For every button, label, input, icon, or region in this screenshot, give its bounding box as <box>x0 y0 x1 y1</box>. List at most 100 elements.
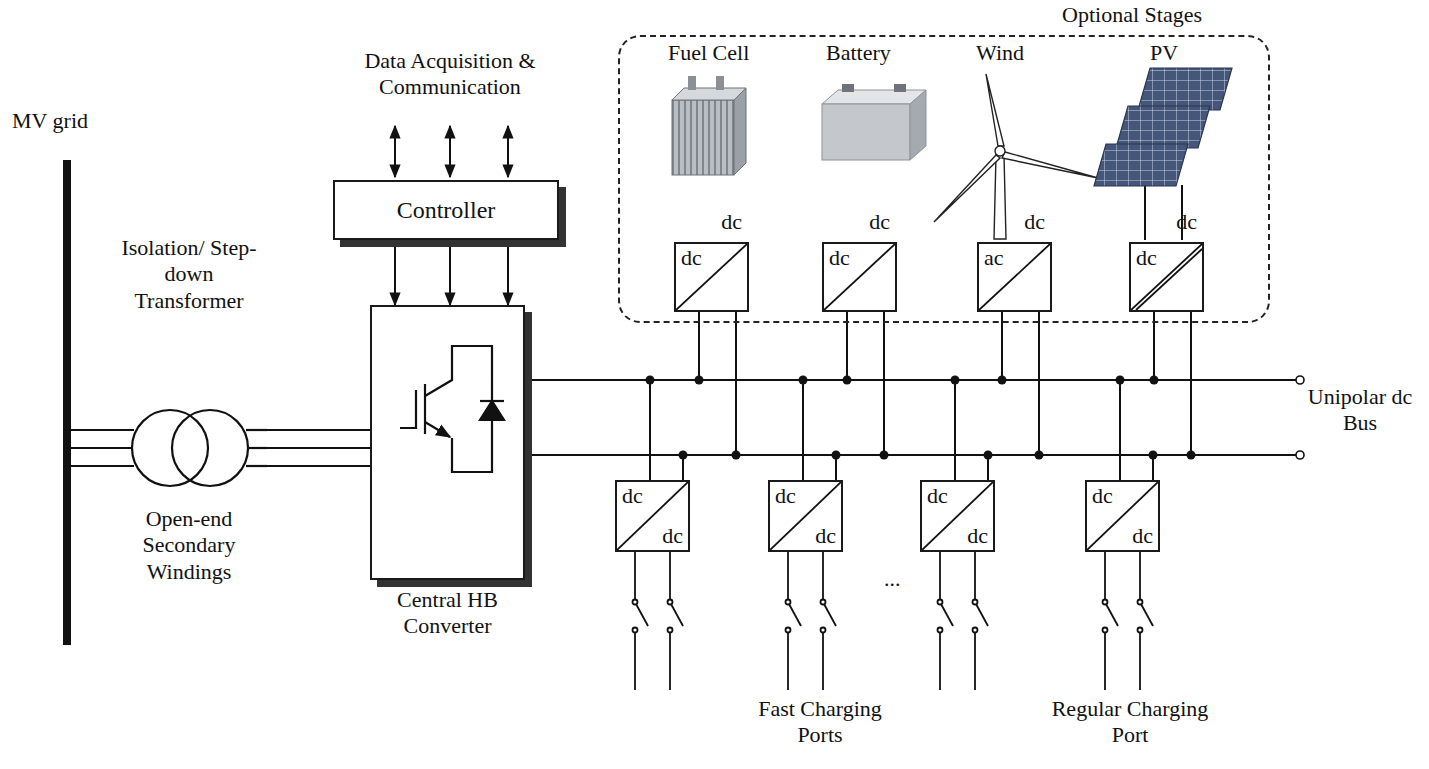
connector <box>266 430 370 466</box>
switch-symbol <box>1103 552 1119 690</box>
switch-symbol <box>938 552 954 690</box>
switch-symbol <box>668 552 684 690</box>
connector <box>525 312 1044 460</box>
converter-diagonal <box>1131 244 1202 310</box>
wire <box>266 447 370 449</box>
converter-type: dc <box>869 209 890 309</box>
wire <box>525 380 803 480</box>
converter-type: dc <box>927 483 948 509</box>
diagonal-line <box>1136 249 1202 310</box>
wire <box>525 312 1039 455</box>
bus-label: Unipolar dc Bus <box>1305 384 1415 437</box>
optional-stages-group: dcdcdcdcacdcdcdcOptional Stages <box>618 35 1270 323</box>
switch-symbol <box>1138 552 1154 690</box>
connector <box>525 312 889 460</box>
wire <box>449 240 451 305</box>
dc-dc-converter: dcdc <box>768 480 843 552</box>
source-label: PV <box>1150 40 1178 66</box>
port-label: Fast Charging Ports <box>738 696 902 749</box>
wire <box>266 465 370 467</box>
ellipsis-label: ... <box>884 566 901 592</box>
switch-symbol <box>786 552 802 690</box>
diagonal-line <box>1087 482 1158 550</box>
converter-type: dc <box>775 483 796 509</box>
wire <box>394 240 396 305</box>
wire <box>507 240 509 305</box>
connector <box>525 376 1158 481</box>
wire <box>525 455 836 480</box>
connector <box>525 312 1196 460</box>
source-label: Battery <box>826 40 891 66</box>
converter-type: dc <box>1132 523 1153 549</box>
connector <box>525 376 993 481</box>
transformer-node: Isolation/ Step-down TransformerOpen-end… <box>112 235 266 585</box>
wire <box>525 455 683 480</box>
igbt-symbol <box>400 346 504 472</box>
switch-symbol <box>633 552 649 690</box>
node-label: Optional Stages <box>1062 2 1202 28</box>
switch-symbol <box>821 552 837 690</box>
wire <box>525 312 736 455</box>
diagonal-line <box>824 244 895 310</box>
switch-symbol <box>973 552 989 690</box>
diagonal-line <box>617 482 688 550</box>
wire <box>525 455 1153 480</box>
diagonal-line <box>1131 244 1202 310</box>
wire <box>525 380 1120 480</box>
junction-dot <box>1187 451 1196 460</box>
dc-dc-converter: dcdc <box>1085 480 1160 552</box>
converter-type: dc <box>721 209 742 309</box>
converter-type: dc <box>967 523 988 549</box>
node-label: Open-end Secondary Windings <box>112 506 266 585</box>
wire <box>525 455 988 480</box>
dc-dc-converter: dcdc <box>1129 242 1204 312</box>
signal-label: Data Acquisition & Communication <box>358 48 542 101</box>
connector <box>525 376 688 481</box>
wire <box>525 380 650 480</box>
dc-dc-converter: dcdc <box>822 242 897 312</box>
converter-type: dc <box>622 483 643 509</box>
dc-bus-rails <box>525 376 1304 459</box>
port-label: Regular Charging Port <box>1048 696 1212 749</box>
wire <box>525 312 1191 455</box>
connector <box>525 376 841 481</box>
diagonal-line <box>979 244 1050 310</box>
converter-type: dc <box>662 523 683 549</box>
diagonal-line <box>922 482 993 550</box>
converter-diagonal <box>824 244 895 310</box>
ac-dc-converter: acdc <box>977 242 1052 312</box>
wire <box>525 380 955 480</box>
converter-box: Central HB Converter <box>370 305 525 580</box>
junction-dot <box>1116 376 1125 385</box>
junction-dot <box>1149 451 1158 460</box>
source-label: Fuel Cell <box>668 40 749 66</box>
connector <box>395 240 508 305</box>
grid-busbar <box>63 160 71 645</box>
transformer-symbol <box>71 410 267 486</box>
controller-box: Controller <box>333 180 559 240</box>
connector <box>525 312 741 460</box>
battery-icon <box>822 84 926 160</box>
dc-dc-converter: dcdc <box>920 480 995 552</box>
converter-type: dc <box>1176 209 1197 309</box>
fuel-cell-icon <box>672 76 746 175</box>
diagonal-line <box>770 482 841 550</box>
converter-type: dc <box>1024 209 1045 309</box>
pv-panel-icon <box>1094 68 1232 240</box>
node-label: Isolation/ Step-down Transformer <box>112 235 266 314</box>
converter-diagonal <box>676 244 747 310</box>
grid-label: MV grid <box>12 108 88 134</box>
junction-dot <box>1150 376 1159 385</box>
wind-turbine-icon <box>934 74 1098 239</box>
node-label: Central HB Converter <box>378 587 518 640</box>
converter-diagonal <box>979 244 1050 310</box>
wire <box>266 429 370 431</box>
wire <box>525 312 884 455</box>
converter-type: dc <box>815 523 836 549</box>
communication-arrows <box>395 126 508 177</box>
dc-dc-converter: dcdc <box>674 242 749 312</box>
node-label: Controller <box>397 196 496 225</box>
dc-dc-converter: dcdc <box>615 480 690 552</box>
